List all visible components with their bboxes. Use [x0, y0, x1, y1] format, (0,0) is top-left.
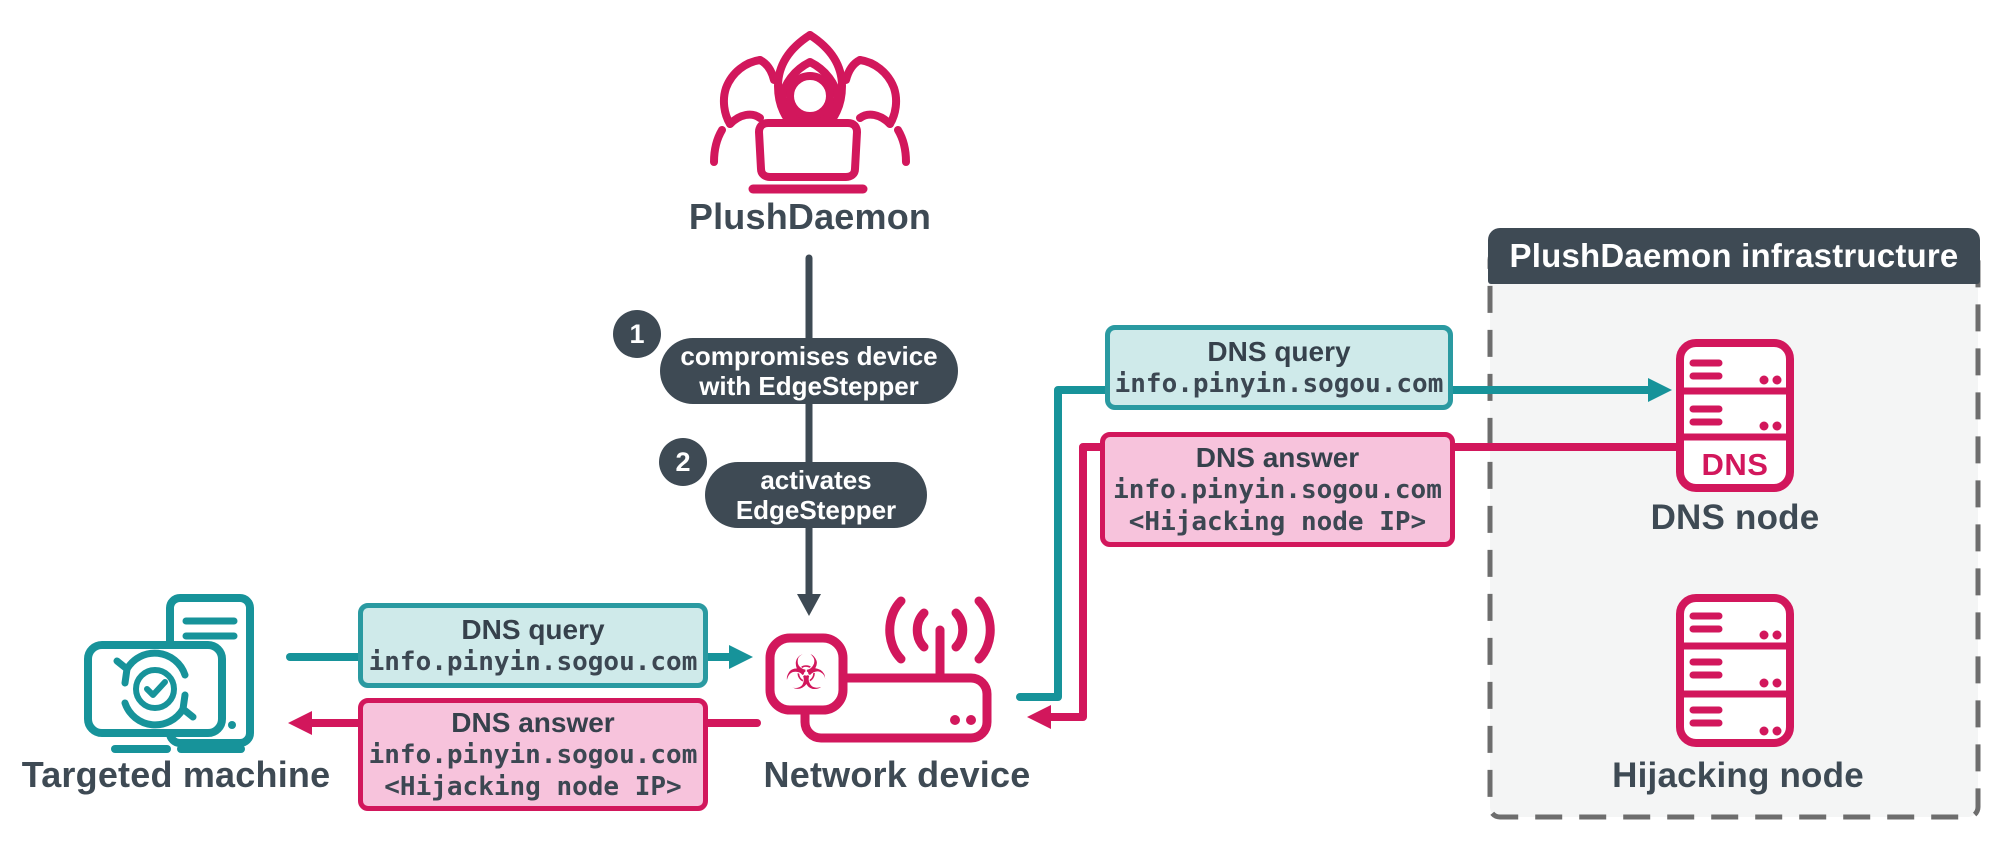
step-1-line-2: with EdgeStepper	[699, 371, 919, 401]
actor-label: PlushDaemon	[688, 196, 932, 237]
infrastructure-header: PlushDaemon infrastructure	[1488, 228, 1980, 284]
step-2-line-2: EdgeStepper	[735, 495, 897, 525]
router-biohazard-icon: ☣	[765, 596, 995, 743]
dns-query-domain: info.pinyin.sogou.com	[1114, 368, 1444, 399]
biohazard-icon: ☣	[784, 645, 827, 701]
dns-query-domain: info.pinyin.sogou.com	[368, 646, 698, 677]
step-2-badge: 2	[659, 438, 707, 486]
targeted-machine-label: Targeted machine	[21, 754, 331, 795]
dns-answer-box-left: DNS answer info.pinyin.sogou.com <Hijack…	[358, 698, 708, 811]
dns-answer-title: DNS answer	[451, 706, 615, 738]
actor-to-device-arrow	[797, 254, 821, 616]
step-2-number: 2	[675, 446, 691, 477]
network-device-label: Network device	[763, 754, 1031, 795]
step-1-pill: compromises device with EdgeStepper	[660, 338, 958, 404]
dns-answer-domain: info.pinyin.sogou.com	[368, 739, 698, 770]
dns-answer-title: DNS answer	[1195, 441, 1360, 473]
dns-icon-label: DNS	[1702, 447, 1769, 482]
server-rack-dns-icon: DNS	[1676, 339, 1794, 492]
dns-node-label: DNS node	[1650, 498, 1820, 537]
computer-sync-icon	[84, 594, 254, 753]
dns-answer-domain: info.pinyin.sogou.com	[1113, 474, 1442, 505]
dns-answer-ip: <Hijacking node IP>	[1128, 506, 1427, 537]
dns-answer-box-right: DNS answer info.pinyin.sogou.com <Hijack…	[1100, 432, 1455, 547]
hacker-group-icon	[710, 31, 910, 194]
step-1-number: 1	[629, 318, 645, 349]
step-1-badge: 1	[613, 310, 661, 358]
step-1-line-1: compromises device	[680, 341, 938, 371]
step-2-line-1: activates	[760, 465, 872, 495]
dns-query-box-right: DNS query info.pinyin.sogou.com	[1105, 325, 1453, 410]
server-rack-icon	[1676, 594, 1794, 747]
dns-query-title: DNS query	[1207, 335, 1351, 367]
dns-answer-ip: <Hijacking node IP>	[384, 771, 682, 802]
infrastructure-title: PlushDaemon infrastructure	[1509, 237, 1959, 274]
step-2-pill: activates EdgeStepper	[705, 462, 927, 528]
dns-query-box-left: DNS query info.pinyin.sogou.com	[358, 603, 708, 688]
hijacking-node-label: Hijacking node	[1612, 756, 1864, 795]
dns-query-title: DNS query	[461, 613, 605, 645]
